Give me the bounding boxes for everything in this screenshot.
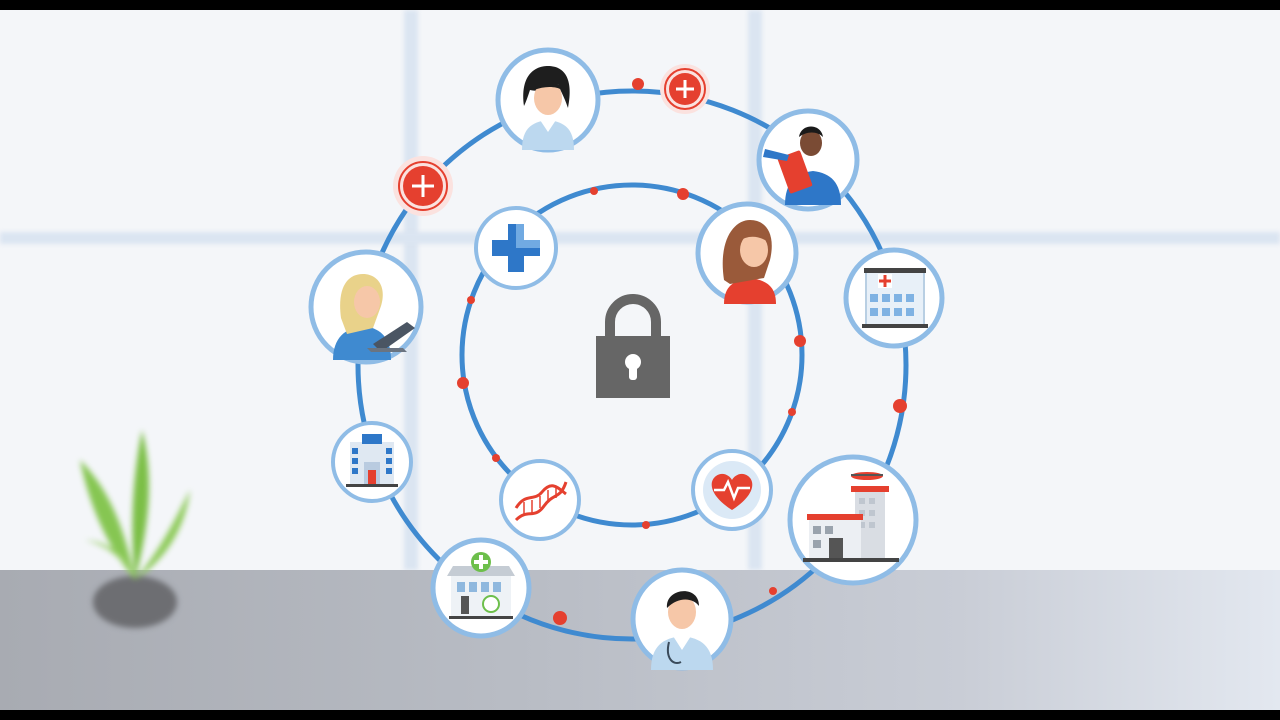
male-staff-clipboard-icon [755,107,861,213]
female-doctor-icon [494,46,602,154]
red-cross-badge-icon [391,154,455,218]
inner-ring [459,182,805,528]
office-building-icon [330,420,414,504]
network-rings [355,78,909,642]
window-transom [0,232,1280,244]
illustration-scene [0,10,1280,710]
nurse-laptop-icon [307,248,425,366]
padlock-icon [590,290,676,400]
red-cross-badge-icon [658,62,712,116]
medical-plus-icon [472,204,560,292]
ring-dots [457,78,907,625]
outer-ring [355,88,909,642]
dna-icon [498,458,582,542]
large-hospital-helipad-icon [785,452,921,588]
male-doctor-icon [629,566,735,672]
hospital-building-icon [842,246,946,350]
heart-monitor-icon [690,448,774,532]
female-patient-icon [694,200,800,306]
pharmacy-building-icon [429,536,533,640]
potted-plant-icon [80,430,190,628]
